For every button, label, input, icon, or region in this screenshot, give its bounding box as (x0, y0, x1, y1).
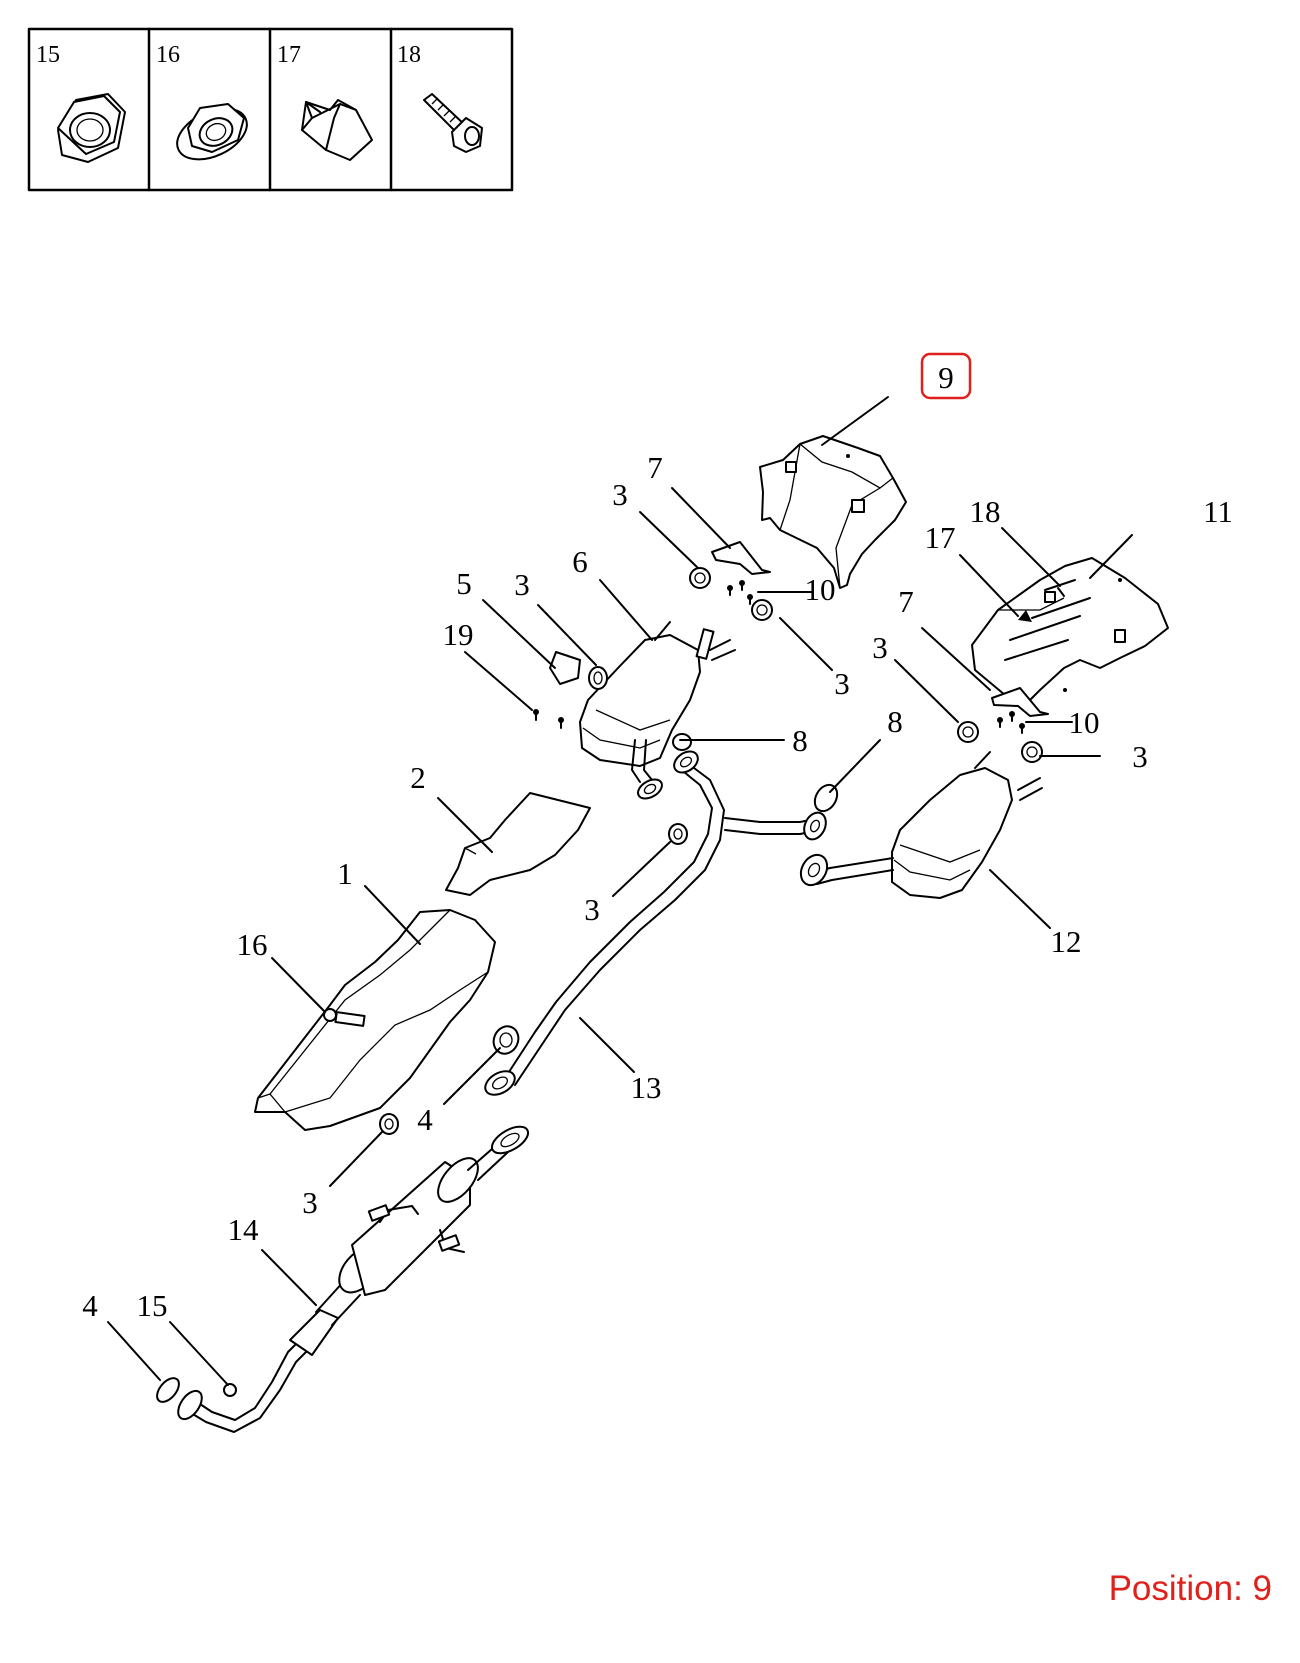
leader-lines (107, 396, 1133, 1386)
position-indicator: Position: 9 (1109, 1569, 1272, 1608)
callout-14[interactable]: 14 (228, 1212, 260, 1247)
part-18-bolt[interactable] (1057, 587, 1065, 597)
hanger-3b[interactable] (751, 599, 773, 621)
part-11-heat-shield[interactable] (971, 557, 1169, 701)
part-4-gasket-center[interactable] (489, 1022, 523, 1058)
callout-2[interactable]: 2 (410, 760, 426, 795)
rubber-hanger-parts (379, 567, 1043, 1135)
callout-3-a[interactable]: 3 (612, 477, 628, 512)
callout-9[interactable]: 9 (938, 360, 954, 395)
callout-12[interactable]: 12 (1051, 924, 1082, 959)
callout-3-c[interactable]: 3 (514, 567, 530, 602)
inset-label-18: 18 (397, 42, 421, 68)
part-15-nut[interactable] (223, 1383, 237, 1397)
part-7-bracket-left[interactable] (711, 541, 771, 575)
hanger-3d[interactable] (957, 721, 979, 743)
part-12-muffler[interactable] (796, 751, 1043, 899)
hanger-3g[interactable] (379, 1113, 399, 1135)
callout-16[interactable]: 16 (237, 927, 268, 962)
bolt-icon (423, 93, 483, 153)
callout-17[interactable]: 17 (925, 520, 956, 555)
callout-18[interactable]: 18 (970, 494, 1001, 529)
callout-10-left[interactable]: 10 (805, 572, 836, 607)
hanger-3f[interactable] (668, 823, 688, 845)
part-5-clip[interactable] (549, 651, 581, 685)
callout-3-d[interactable]: 3 (872, 630, 888, 665)
hanger-3e[interactable] (1021, 741, 1043, 763)
callout-10-right[interactable]: 10 (1069, 705, 1100, 740)
fastener-inset-table: 15 16 17 18 (27, 27, 514, 192)
part-6-muffler[interactable] (579, 621, 736, 802)
callout-6[interactable]: 6 (572, 544, 588, 579)
part-9-heat-shield[interactable] (759, 435, 907, 589)
part-19-bolts[interactable] (533, 709, 564, 729)
callout-1[interactable]: 1 (337, 856, 353, 891)
part-7-bracket-right[interactable] (991, 687, 1049, 717)
hanger-3a[interactable] (689, 567, 711, 589)
callout-8-right[interactable]: 8 (887, 704, 903, 739)
flange-nut-icon (176, 103, 248, 161)
part-4-gasket-front[interactable] (153, 1374, 183, 1406)
callout-3-e[interactable]: 3 (1132, 739, 1148, 774)
part-17-clip[interactable] (1018, 610, 1032, 622)
part-16-nut[interactable] (323, 1008, 337, 1022)
part-14-front-pipe[interactable] (173, 1121, 532, 1433)
callout-4-front[interactable]: 4 (82, 1288, 98, 1323)
part-13-intermediate-pipe[interactable] (481, 747, 830, 1099)
callout-8-left[interactable]: 8 (792, 723, 808, 758)
part-1-heat-shield[interactable] (254, 909, 496, 1131)
inset-label-16: 16 (156, 42, 180, 68)
selected-callout-highlight (920, 352, 972, 400)
callout-4-center[interactable]: 4 (417, 1102, 433, 1137)
inset-label-15: 15 (36, 42, 60, 68)
part-2-heat-shield[interactable] (445, 792, 591, 896)
hex-nut-icon (57, 93, 126, 163)
callout-19[interactable]: 19 (443, 617, 474, 652)
callout-3-g[interactable]: 3 (302, 1185, 318, 1220)
inset-label-17: 17 (277, 42, 301, 68)
hanger-3c[interactable] (588, 666, 608, 690)
clip-icon (301, 99, 373, 161)
callout-5[interactable]: 5 (456, 566, 472, 601)
callout-labels: 9 7 3 10 3 6 3 5 19 11 18 17 7 3 10 3 8 … (82, 352, 1233, 1323)
callout-11[interactable]: 11 (1203, 494, 1233, 529)
callout-7-right[interactable]: 7 (898, 584, 914, 619)
callout-15[interactable]: 15 (137, 1288, 168, 1323)
callout-3-f[interactable]: 3 (584, 892, 600, 927)
callout-7-left[interactable]: 7 (647, 450, 663, 485)
callout-13[interactable]: 13 (631, 1070, 662, 1105)
callout-3-b[interactable]: 3 (834, 666, 850, 701)
part-10-bolts[interactable] (727, 580, 1025, 734)
